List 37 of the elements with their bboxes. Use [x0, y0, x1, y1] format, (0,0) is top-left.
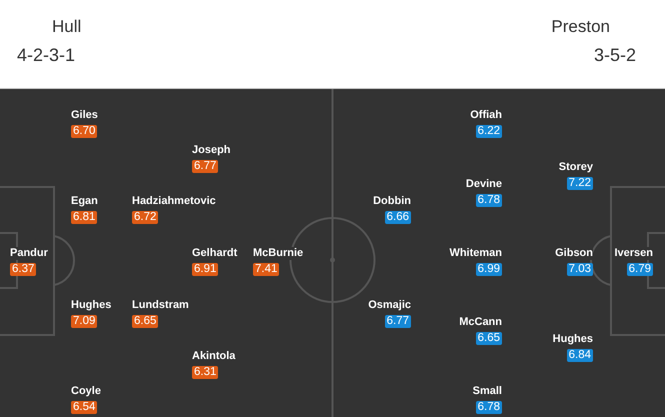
player-name: McBurnie	[253, 247, 304, 260]
player-rating: 6.79	[626, 263, 653, 276]
player-rating: 6.37	[10, 263, 36, 276]
player-rating: 6.84	[566, 349, 593, 362]
player-rating: 6.72	[132, 211, 158, 224]
player-rating: 6.78	[476, 401, 502, 414]
player-rating: 6.81	[71, 211, 98, 224]
formation-text: 3-5-2	[594, 45, 636, 65]
player-rating: 6.78	[476, 194, 502, 207]
player-rating: 7.41	[253, 263, 280, 276]
player-rating: 6.77	[384, 315, 411, 328]
team-name: Preston	[551, 17, 610, 37]
player-rating: 6.70	[71, 125, 98, 138]
player-name: Pandur	[10, 247, 48, 260]
player-name: Iversen	[614, 247, 653, 260]
player-rating: 6.91	[192, 263, 218, 276]
player-rating: 6.22	[476, 125, 502, 138]
formation-text: 4-2-3-1	[17, 45, 76, 65]
player-name: Osmajic	[368, 299, 411, 312]
player-name: Egan	[71, 195, 98, 208]
player-rating: 6.54	[71, 401, 98, 414]
player-rating: 6.31	[192, 366, 218, 379]
player-name: Coyle	[71, 385, 101, 398]
team-name: Hull	[52, 17, 82, 37]
player-rating: 7.09	[71, 315, 98, 328]
player-name: Joseph	[192, 144, 231, 157]
player-rating: 6.65	[476, 332, 502, 345]
player-rating: 6.66	[384, 211, 411, 224]
player-rating: 7.22	[566, 177, 593, 190]
player-rating: 6.65	[132, 315, 158, 328]
player-name: Storey	[558, 161, 593, 174]
player-name: Gibson	[555, 247, 593, 260]
player-name: Hughes	[552, 333, 593, 346]
player-name: Hughes	[71, 299, 112, 312]
player-rating: 6.77	[192, 160, 218, 173]
player-rating: 6.99	[476, 263, 502, 276]
player-rating: 7.03	[566, 263, 593, 276]
